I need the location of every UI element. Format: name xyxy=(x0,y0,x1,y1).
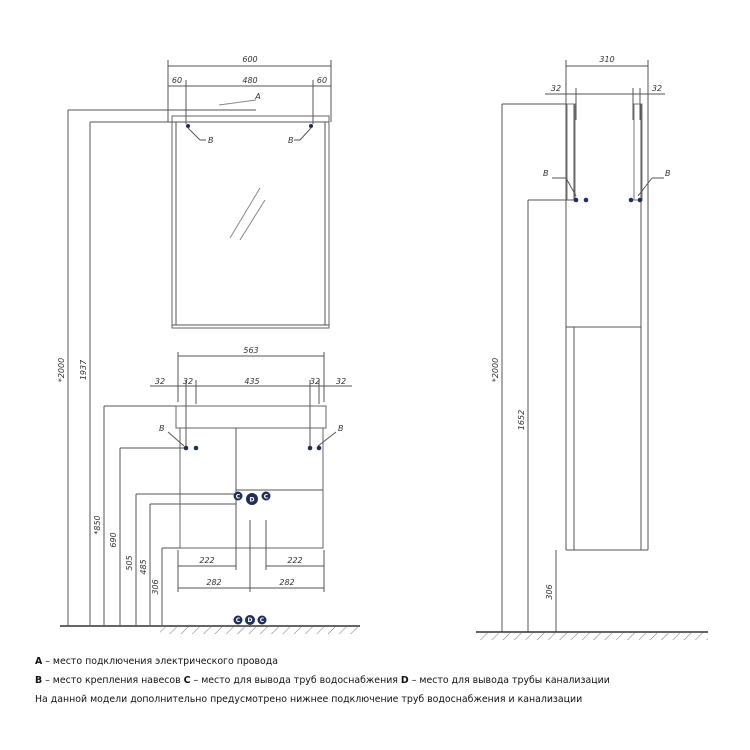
technical-drawing: C D C C D C 600 60 480 60 A B B 563 32 3… xyxy=(57,55,708,640)
dim-cabinet-width: 563 xyxy=(243,346,258,355)
legend-c-key: C xyxy=(183,675,191,686)
mirror-cabinet xyxy=(171,115,330,329)
dim-h-1937: 1937 xyxy=(79,359,88,380)
pipe-d xyxy=(246,493,258,505)
legend-note: На данной модели дополнительно предусмот… xyxy=(35,694,583,705)
dim-half-right: 282 xyxy=(279,578,294,587)
svg-text:C: C xyxy=(236,494,241,501)
side-dim-h-1652: 1652 xyxy=(517,410,526,430)
dim-cab-off-l2: 32 xyxy=(183,377,193,386)
legend-bcd: B – место крепления навесов C – место дл… xyxy=(35,671,735,690)
legend: A – место подключения электрического про… xyxy=(35,652,735,709)
svg-text:C: C xyxy=(264,494,269,501)
legend-b-key: B xyxy=(35,675,43,686)
dim-cab-off-r1: 32 xyxy=(310,377,320,386)
legend-d-key: D xyxy=(400,675,409,686)
dim-cab-span: 435 xyxy=(244,377,259,386)
dim-h-850: *850 xyxy=(93,515,102,534)
legend-c-text: – место для вывода труб водоснабжения xyxy=(190,675,401,686)
legend-a-text: – место подключения электрического прово… xyxy=(42,656,279,667)
dim-pipe-off-right: 222 xyxy=(287,556,302,565)
dim-pipe-off-left: 222 xyxy=(199,556,214,565)
label-b-vanity-left: B xyxy=(159,424,165,433)
label-b-vanity-right: B xyxy=(338,424,344,433)
dim-mirror-side-right: 60 xyxy=(317,76,327,85)
label-b-mirror-right: B xyxy=(288,136,294,145)
front-view xyxy=(60,60,360,634)
label-b-mirror-left: B xyxy=(208,136,214,145)
dim-mirror-span: 480 xyxy=(242,76,257,85)
side-dots xyxy=(573,197,643,203)
legend-d-text: – место для вывода трубы канализации xyxy=(408,675,610,686)
dim-h-485: 485 xyxy=(139,559,148,574)
dim-mirror-side-left: 60 xyxy=(172,76,182,85)
svg-text:D: D xyxy=(250,497,255,504)
side-dim-off-left: 32 xyxy=(551,84,561,93)
dim-h-total: *2000 xyxy=(57,358,66,382)
svg-text:C: C xyxy=(260,617,265,624)
dim-h-306: 306 xyxy=(151,579,160,594)
bottom-pipe-c-right xyxy=(257,615,267,625)
bottom-pipe-c-left xyxy=(233,615,243,625)
dim-h-690: 690 xyxy=(109,532,118,547)
side-dim-off-right: 32 xyxy=(652,84,662,93)
legend-a: A – место подключения электрического про… xyxy=(35,652,735,671)
side-label-b-left: B xyxy=(543,169,549,178)
side-view xyxy=(476,60,708,640)
side-dim-h-total: *2000 xyxy=(491,358,500,382)
vanity-body xyxy=(179,427,324,549)
dim-h-505: 505 xyxy=(125,555,134,570)
svg-text:C: C xyxy=(236,617,241,624)
dim-cab-off-l1: 32 xyxy=(155,377,165,386)
dim-half-left: 282 xyxy=(206,578,221,587)
side-dim-h-306: 306 xyxy=(545,584,554,599)
vanity-top xyxy=(175,405,327,429)
label-a: A xyxy=(254,92,260,101)
side-dim-depth: 310 xyxy=(599,55,614,64)
svg-text:D: D xyxy=(248,617,253,624)
dim-cab-off-r2: 32 xyxy=(336,377,346,386)
legend-a-key: A xyxy=(35,656,43,667)
bottom-pipe-d xyxy=(245,615,255,625)
side-label-b-right: B xyxy=(665,169,671,178)
pipe-c-left xyxy=(233,491,243,501)
front-dots xyxy=(183,124,322,625)
pipe-c-right xyxy=(261,491,271,501)
dim-mirror-width: 600 xyxy=(242,55,257,64)
legend-b-text: – место крепления навесов xyxy=(42,675,184,686)
